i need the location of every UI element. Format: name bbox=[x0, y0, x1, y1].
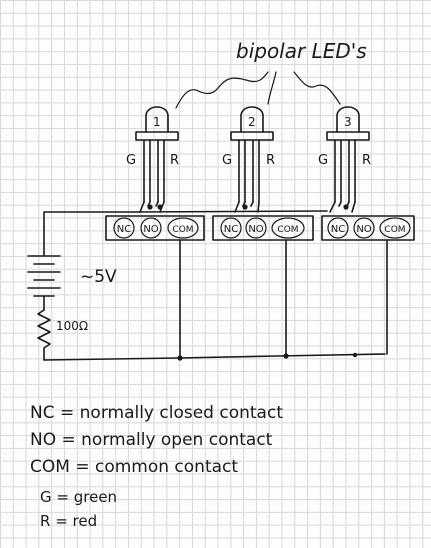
led-1-r-label: R bbox=[170, 153, 179, 168]
relay-3-no-terminal bbox=[353, 217, 375, 239]
top-bus-wire bbox=[131, 210, 328, 213]
legend-com: COM = common contact bbox=[30, 457, 238, 477]
legend: NC = normally closed contact NO = normal… bbox=[30, 403, 283, 530]
junction-dot-led3 bbox=[343, 204, 349, 210]
relay-3-nc-terminal bbox=[327, 217, 349, 239]
led-2-lead-bends bbox=[234, 201, 260, 213]
title-pointer-led2 bbox=[267, 71, 277, 105]
led-2-g-label: G bbox=[222, 153, 232, 168]
relay-2-com-label: COM bbox=[277, 225, 298, 235]
junction-dot-led1 bbox=[147, 204, 153, 210]
relay-3-block bbox=[321, 215, 415, 241]
led-2-number: 2 bbox=[248, 115, 256, 129]
relay-2-no-terminal bbox=[245, 217, 267, 239]
relay-3-com-label: COM bbox=[384, 225, 405, 235]
led-3: 3 G R bbox=[318, 106, 371, 203]
led-1-dome bbox=[145, 106, 169, 133]
battery-label: ~5V bbox=[80, 267, 117, 287]
led-2-flange bbox=[230, 131, 274, 141]
diagram-title: bipolar LED's bbox=[236, 39, 367, 63]
bottom-return-wire bbox=[43, 353, 386, 361]
relay-1-block bbox=[105, 215, 205, 241]
relay-1-no-label: NO bbox=[143, 224, 158, 235]
relay-2-nc-terminal bbox=[220, 217, 242, 239]
battery: ~5V bbox=[27, 255, 117, 297]
led-3-r-label: R bbox=[362, 153, 371, 168]
title-pointer-led1 bbox=[175, 71, 269, 109]
junction-dot-com2 bbox=[283, 353, 289, 359]
title-pointer-led3 bbox=[293, 71, 341, 105]
relay-1-nc-terminal bbox=[113, 217, 135, 239]
led-1-flange bbox=[135, 131, 179, 141]
relay-3-no-label: NO bbox=[356, 224, 371, 235]
led-1-g-label: G bbox=[126, 153, 136, 168]
legend-r: R = red bbox=[40, 512, 97, 530]
relay-3-com-terminal bbox=[379, 217, 411, 239]
led-3-lead-bends bbox=[329, 201, 356, 213]
led-2-dome bbox=[240, 106, 264, 133]
legend-no: NO = normally open contact bbox=[30, 430, 273, 450]
relay-2-nc-label: NC bbox=[224, 224, 238, 235]
relay-2-no-label: NO bbox=[248, 224, 263, 235]
junction-dot-led1-red bbox=[157, 204, 163, 210]
junction-dot-led2 bbox=[242, 204, 248, 210]
led-3-g-label: G bbox=[318, 153, 328, 168]
relay-3-nc-label: NC bbox=[331, 224, 345, 235]
resistor bbox=[37, 309, 51, 361]
relay-1-com-label: COM bbox=[172, 225, 193, 235]
led-1: 1 G R bbox=[126, 106, 179, 203]
led-2-r-label: R bbox=[266, 153, 275, 168]
relay-1-nc-label: NC bbox=[117, 224, 131, 235]
led-3-flange bbox=[326, 131, 370, 141]
junction-dot-com1 bbox=[177, 355, 183, 361]
relay-1-no-terminal bbox=[140, 217, 162, 239]
led-3-dome bbox=[336, 106, 360, 133]
led-2: 2 G R bbox=[222, 106, 275, 203]
top-supply-wire bbox=[43, 211, 133, 256]
relay-1-com-terminal bbox=[167, 217, 199, 239]
relay-2: NC NO COM bbox=[212, 215, 314, 241]
junction-dot-bottom bbox=[352, 352, 358, 358]
resistor-label: 100Ω bbox=[56, 319, 88, 333]
relay-1: NC NO COM bbox=[105, 215, 205, 241]
relay-2-com-terminal bbox=[271, 217, 305, 239]
led-1-number: 1 bbox=[153, 115, 161, 129]
legend-nc: NC = normally closed contact bbox=[30, 403, 283, 423]
led-3-number: 3 bbox=[344, 115, 352, 129]
legend-g: G = green bbox=[40, 488, 117, 506]
relay-3: NC NO COM bbox=[321, 215, 415, 241]
relay-2-block bbox=[212, 215, 314, 241]
